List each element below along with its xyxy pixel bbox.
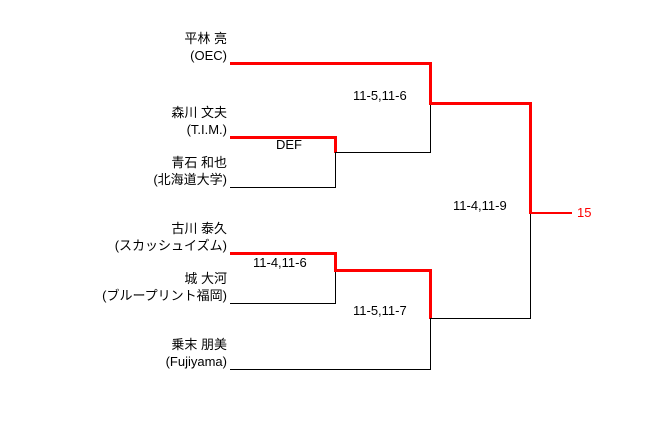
score-final: 11-4,11-9 xyxy=(453,198,507,213)
player3-line xyxy=(230,187,335,188)
advance-match-number: 15 xyxy=(577,205,592,220)
r1-top-connector-winner-segment xyxy=(334,136,337,153)
champion-advance-line xyxy=(530,212,572,214)
player-affiliation: (スカッシュイズム) xyxy=(114,238,227,253)
r1-bottom-connector-loser-segment xyxy=(335,271,336,304)
sf-top-connector-loser-segment xyxy=(430,104,431,153)
sf-bottom-connector-winner-segment xyxy=(429,269,432,319)
r1-bottom-connector-winner-segment xyxy=(334,252,337,272)
player2-winner-line xyxy=(230,136,335,139)
r1-top-connector-loser-segment xyxy=(335,152,336,188)
sf-bottom-winner-advance-line xyxy=(430,318,530,319)
player-affiliation: (T.I.M.) xyxy=(186,122,227,137)
r1-bottom-winner-advance-line xyxy=(335,269,430,272)
player-affiliation: (OEC) xyxy=(190,48,227,63)
player-entry-6: 乗末 朋美 (Fujiyama) xyxy=(166,336,227,370)
sf-top-winner-advance-line xyxy=(430,102,530,105)
final-connector-loser-segment xyxy=(530,213,531,319)
final-connector-winner-segment xyxy=(529,102,532,214)
player-name: 乗末 朋美 xyxy=(171,337,227,352)
player1-winner-line xyxy=(230,62,430,65)
player-entry-3: 青石 和也 (北海道大学) xyxy=(153,154,227,188)
player-name: 青石 和也 xyxy=(171,155,227,170)
sf-bottom-connector-loser-segment xyxy=(430,318,431,370)
player-entry-4: 古川 泰久 (スカッシュイズム) xyxy=(115,220,227,254)
player5-line xyxy=(230,303,335,304)
score-semifinal-bottom: 11-5,11-7 xyxy=(353,303,407,318)
r1-top-winner-advance-line xyxy=(335,152,430,153)
player-name: 森川 文夫 xyxy=(171,105,227,120)
player-entry-1: 平林 亮 (OEC) xyxy=(184,30,227,64)
player-affiliation: (ブループリント福岡) xyxy=(102,288,227,303)
score-round1-top: DEF xyxy=(276,137,302,152)
player-entry-2: 森川 文夫 (T.I.M.) xyxy=(171,104,227,138)
player-affiliation: (北海道大学) xyxy=(153,172,227,187)
player-name: 城 大河 xyxy=(184,271,227,286)
sf-top-connector-winner-segment xyxy=(429,62,432,105)
player-affiliation: (Fujiyama) xyxy=(165,354,227,369)
player4-winner-line xyxy=(230,252,335,255)
player-name: 平林 亮 xyxy=(184,31,227,46)
player-name: 古川 泰久 xyxy=(171,221,227,236)
score-round1-bottom: 11-4,11-6 xyxy=(253,255,307,270)
player-entry-5: 城 大河 (ブループリント福岡) xyxy=(102,270,227,304)
score-semifinal-top: 11-5,11-6 xyxy=(353,88,407,103)
player6-line xyxy=(230,369,430,370)
